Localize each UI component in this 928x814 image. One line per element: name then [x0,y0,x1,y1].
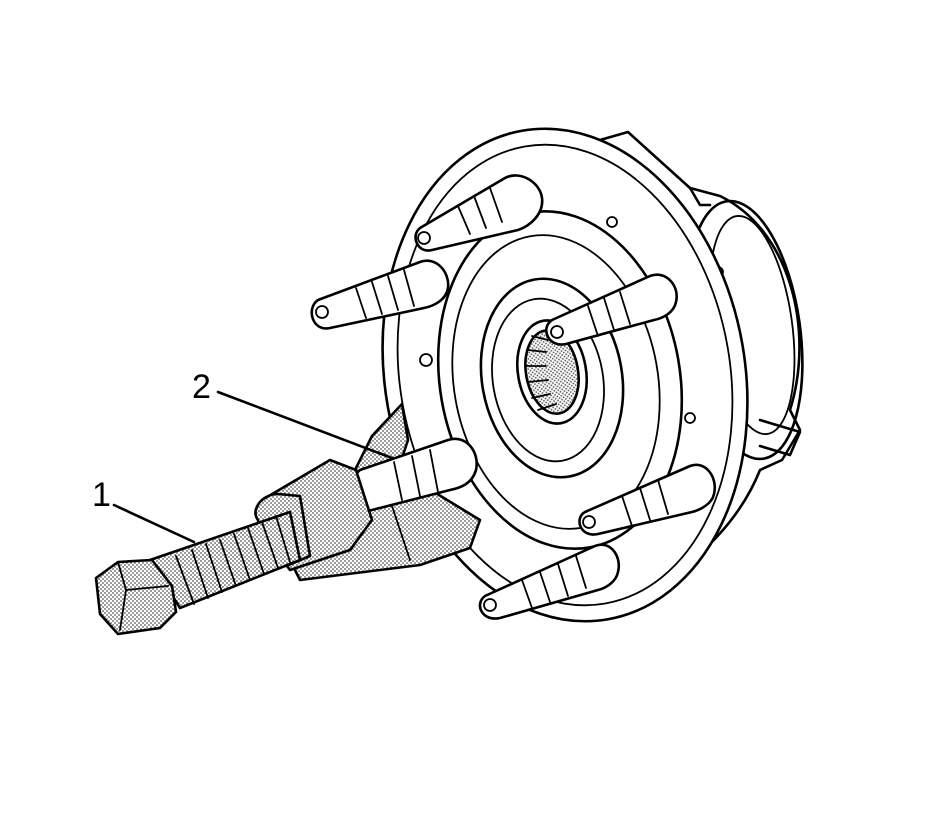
leader-line-1 [112,503,196,544]
callout-label-1: 1 [92,476,111,514]
callout-leaders [112,390,394,544]
leader-line-2 [216,390,394,460]
wheel-stud-lower-right [578,463,717,536]
callout-label-2: 2 [192,368,211,406]
threaded-bolt [94,510,302,636]
wheel-stud-upper-left [310,259,450,330]
wheel-stud-top [414,174,544,252]
wheel-stud-bottom [478,543,621,620]
wheel-stud-center [545,273,678,346]
